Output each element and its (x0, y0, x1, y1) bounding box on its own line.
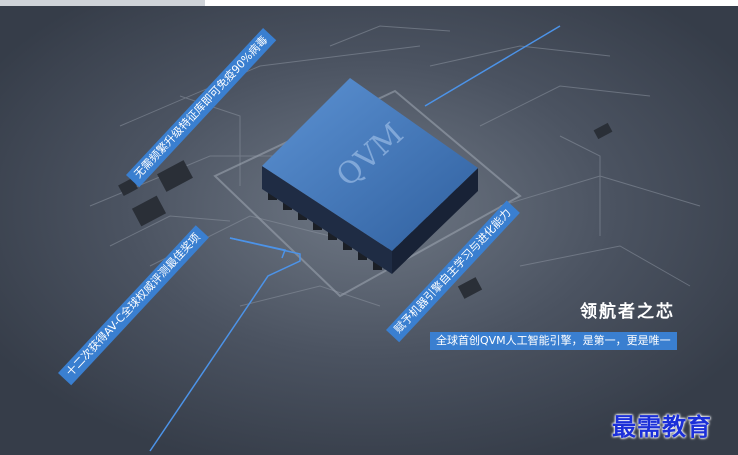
components (118, 122, 613, 299)
top-strip (0, 0, 738, 6)
chip-side-front (262, 166, 392, 274)
watermark: 最需教育 (612, 412, 712, 441)
subline: 全球首创QVM人工智能引擎，是第一，更是唯一 (430, 332, 677, 350)
highlight-lines (149, 25, 561, 452)
top-strip-tab (0, 0, 205, 6)
chip-side-right (392, 168, 478, 274)
circuit-traces (89, 25, 701, 307)
circuit-board-illustration: QVM (0, 6, 738, 455)
chip-top (262, 78, 478, 251)
headline: 领航者之芯 (580, 302, 675, 322)
